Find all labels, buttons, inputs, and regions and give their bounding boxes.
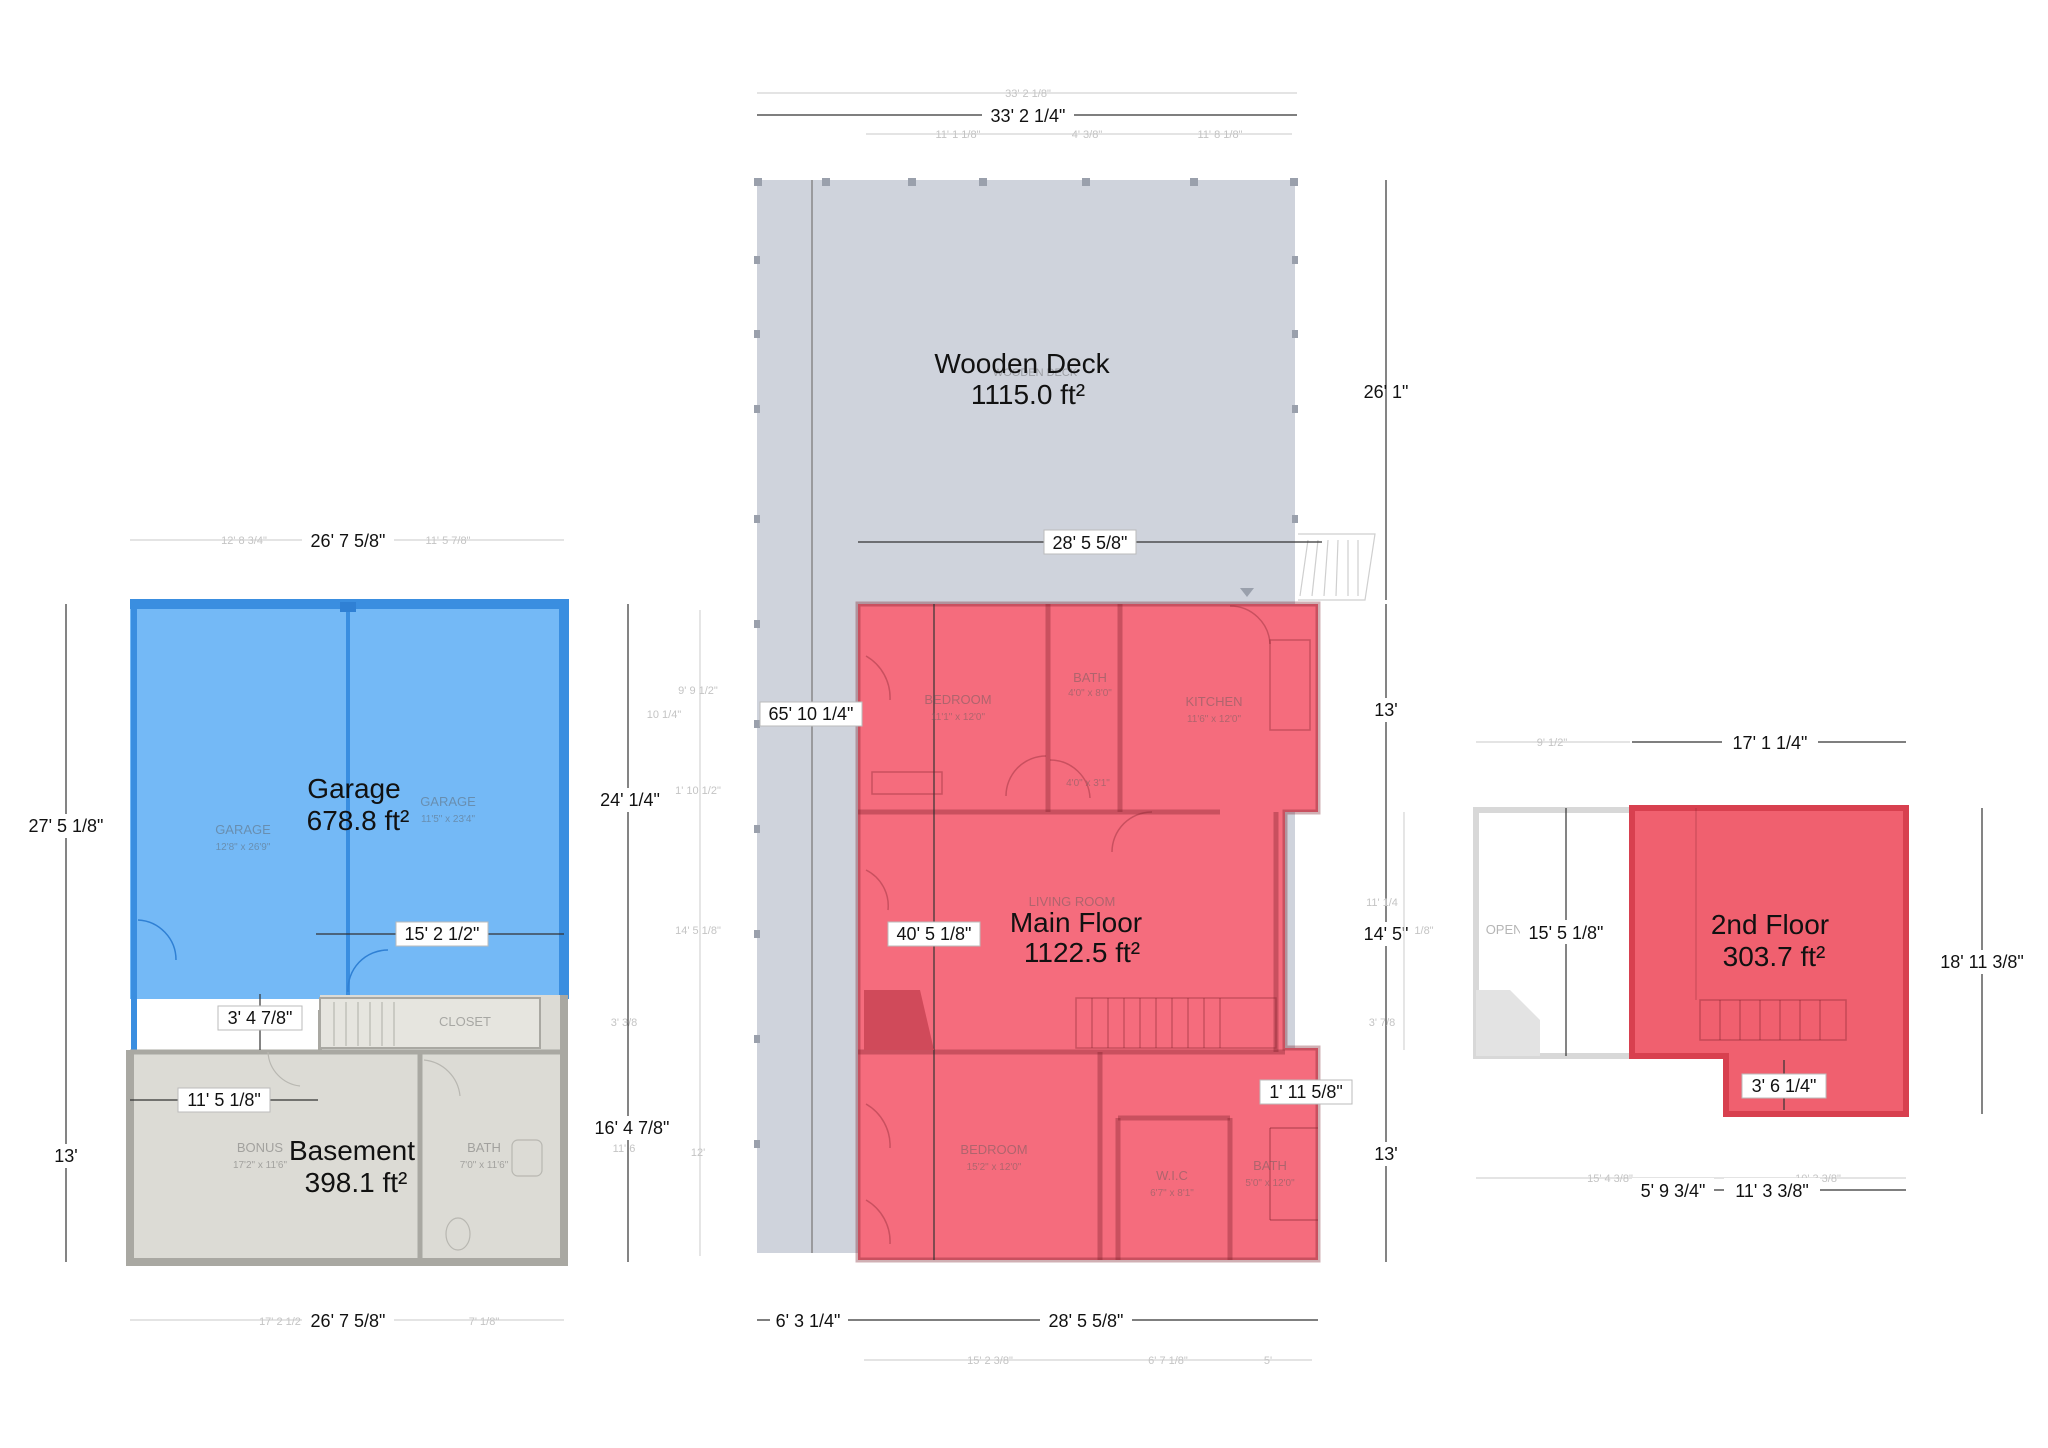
main-floor-title: Main Floor — [1010, 907, 1142, 938]
deck-title: Wooden Deck — [934, 348, 1110, 379]
dim-main-right-top: 13' — [1374, 700, 1397, 720]
dimension-lines: 33' 2 1/8" 33' 2 1/4" 11' 1 1/8" 4' 3/8"… — [22, 88, 2032, 1367]
second-floor-section: OPEN TO BELOW 2nd Floor 303.7 ft² — [1473, 805, 1909, 1117]
dim-faint-v2: 10 1/4" — [647, 709, 682, 721]
dim-deck-top-seg3: 11' 8 1/8" — [1198, 129, 1243, 141]
kitchen-size: 11'6" x 12'0" — [1187, 714, 1242, 725]
dim-basement-right-height: 16' 4 7/8" — [595, 1118, 670, 1138]
dim-main-bottom-faint1: 15' 2 3/8" — [967, 1355, 1013, 1367]
dim-basement-bottom-faint1: 17' 2 1/2 — [259, 1316, 301, 1328]
bath-bottom-label: BATH — [1253, 1158, 1287, 1173]
dim-main-bump: 1' 11 5/8" — [1269, 1082, 1343, 1102]
dim-garage-top-faint1: 12' 8 3/4" — [221, 535, 267, 547]
deck-stairs — [1298, 533, 1376, 601]
dim-main-inner-height: 40' 5 1/8" — [897, 924, 972, 944]
garage-section: GARAGE 12'8" x 26'9" GARAGE 11'5" x 23'4… — [130, 599, 569, 1050]
deck-room-label: WOODEN DECK — [993, 367, 1078, 379]
dim-deck-top-faint: 33' 2 1/8" — [1005, 88, 1051, 100]
wic-label: W.I.C — [1156, 1168, 1188, 1183]
basement-area — [130, 995, 564, 1262]
dim-main-bottom-left: 6' 3 1/4" — [776, 1311, 841, 1331]
dim-second-open-width: 15' 5 1/8" — [1529, 923, 1604, 943]
second-floor-area — [1632, 808, 1906, 1114]
basement-bath-size: 7'0" x 11'6" — [460, 1160, 509, 1171]
bath-top-sub-size: 4'0" x 3'1" — [1066, 778, 1110, 789]
garage-right-size: 11'5" x 23'4" — [421, 814, 476, 825]
basement-section: CLOSET BONUS 17'2" x 11'6" BATH 7'0" x 1… — [126, 995, 568, 1266]
second-stairs — [1699, 999, 1847, 1041]
dim-second-bottom1: 5' 9 3/4" — [1641, 1181, 1706, 1201]
dim-main-bottom-faint2: 6' 7 1/8" — [1148, 1355, 1188, 1367]
dim-deck-top-seg2: 4' 3/8" — [1072, 129, 1103, 141]
dim-garage-top-faint2: 11' 5 7/8" — [426, 535, 471, 547]
dim-garage-top: 26' 7 5/8" — [311, 531, 386, 551]
garage-area-label: 678.8 ft² — [307, 805, 410, 836]
bath-bottom-size: 5'0" x 12'0" — [1245, 1178, 1295, 1189]
main-stairs — [1075, 997, 1277, 1049]
closet-label: CLOSET — [439, 1014, 491, 1029]
living-room-label: LIVING ROOM — [1029, 894, 1116, 909]
dim-faint-v3: 1' 10 1/2" — [675, 785, 721, 797]
dim-main-right-bottom: 13' — [1374, 1144, 1397, 1164]
dim-second-left-faint3: 3' 7/8 — [1369, 1017, 1396, 1029]
dim-basement-left-height: 13' — [54, 1146, 77, 1166]
second-floor-area-label: 303.7 ft² — [1723, 941, 1826, 972]
bedroom-top-label: BEDROOM — [924, 692, 991, 707]
main-floor-section: BEDROOM 11'1" x 12'0" BATH 4'0" x 8'0" 4… — [855, 601, 1321, 1263]
bath-top-label: BATH — [1073, 670, 1107, 685]
bedroom-bottom-size: 15'2" x 12'0" — [967, 1162, 1022, 1173]
dim-deck-top-total: 33' 2 1/4" — [991, 106, 1066, 126]
deck-area: 1115.0 ft² — [971, 379, 1085, 410]
bonus-size: 17'2" x 11'6" — [233, 1160, 288, 1171]
bonus-label: BONUS — [237, 1140, 284, 1155]
basement-bath-label: BATH — [467, 1140, 501, 1155]
basement-area-label: 398.1 ft² — [305, 1167, 408, 1198]
dim-basement-bottom-faint2: 7' 1/8" — [469, 1316, 500, 1328]
dim-second-top: 17' 1 1/4" — [1733, 733, 1808, 753]
dim-second-bump: 3' 6 1/4" — [1752, 1076, 1817, 1096]
dim-faint-v6: 11' 6 — [613, 1143, 636, 1155]
dim-basement-bottom: 26' 7 5/8" — [311, 1311, 386, 1331]
kitchen-label: KITCHEN — [1185, 694, 1242, 709]
dim-faint-v1: 9' 9 1/2" — [678, 685, 718, 697]
main-floor-area-label: 1122.5 ft² — [1024, 937, 1140, 968]
dim-second-left-faint2: 1/8" — [1414, 925, 1433, 937]
garage-right-label: GARAGE — [420, 794, 476, 809]
dim-deck-top-seg1: 11' 1 1/8" — [936, 129, 981, 141]
dim-second-left-faint1: 11' 1/4 — [1366, 897, 1398, 909]
dim-basement-width: 11' 5 1/8" — [187, 1090, 261, 1110]
wic-size: 6'7" x 8'1" — [1150, 1188, 1194, 1199]
dim-second-bottom-faint1: 15' 4 3/8" — [1587, 1173, 1633, 1185]
bedroom-bottom-label: BEDROOM — [960, 1142, 1027, 1157]
dim-faint-v4: 14' 5 1/8" — [675, 925, 721, 937]
garage-left-label: GARAGE — [215, 822, 271, 837]
bath-top-size: 4'0" x 8'0" — [1068, 688, 1112, 699]
bedroom-top-size: 11'1" x 12'0" — [931, 712, 986, 723]
dim-deck-right-height: 26' 1" — [1364, 382, 1409, 402]
dim-main-right-mid: 14' 5" — [1364, 924, 1409, 944]
dim-second-bottom2: 11' 3 3/8" — [1735, 1181, 1809, 1201]
basement-title: Basement — [289, 1135, 415, 1166]
dim-main-bottom-faint3: 5' — [1264, 1355, 1272, 1367]
dim-deck-width: 28' 5 5/8" — [1053, 533, 1128, 553]
main-floor-area — [858, 604, 1318, 1260]
dim-garage-right-height: 24' 1/4" — [600, 790, 660, 810]
dim-main-height: 65' 10 1/4" — [769, 704, 854, 724]
dim-faint-v7: 12' — [691, 1147, 705, 1159]
dim-main-bottom-width: 28' 5 5/8" — [1049, 1311, 1124, 1331]
dim-garage-left-height: 27' 5 1/8" — [29, 816, 104, 836]
dim-faint-v5: 3' 3/8 — [611, 1017, 638, 1029]
second-floor-title: 2nd Floor — [1711, 909, 1829, 940]
garage-left-size: 12'8" x 26'9" — [216, 842, 271, 853]
dim-garage-inner-width: 15' 2 1/2" — [405, 924, 480, 944]
dim-garage-step: 3' 4 7/8" — [228, 1008, 293, 1028]
garage-title: Garage — [307, 773, 400, 804]
dim-second-top-faint: 9' 1/2" — [1537, 737, 1568, 749]
dim-second-right: 18' 11 3/8" — [1940, 952, 2024, 972]
